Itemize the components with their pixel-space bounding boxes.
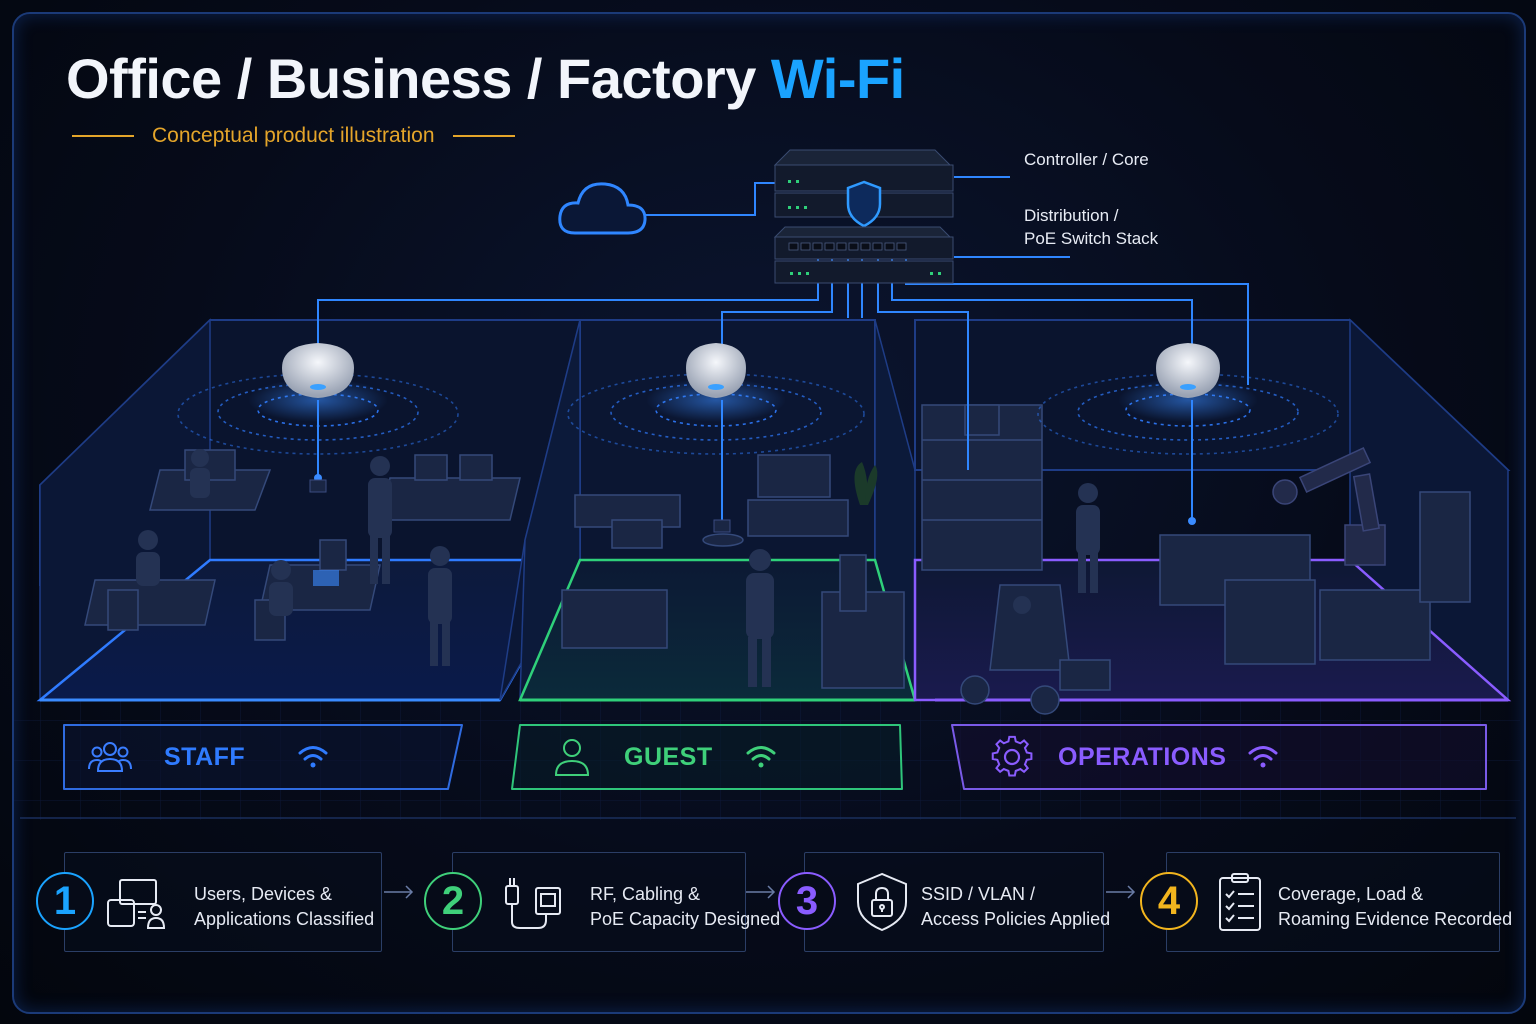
step-2: 2 RF, Cabling & PoE Capacity Designed xyxy=(422,852,780,952)
arrow-icon xyxy=(1106,885,1136,899)
gear-icon xyxy=(991,735,1033,777)
zone-label-guest: GUEST xyxy=(624,743,713,771)
cloud-icon xyxy=(558,182,647,235)
staff-furniture xyxy=(84,449,521,641)
robot-arm xyxy=(1272,446,1386,566)
zone-badge-guest: GUEST xyxy=(510,721,904,793)
step-2-text: RF, Cabling & PoE Capacity Designed xyxy=(590,882,780,932)
zone-guest-frame xyxy=(511,724,903,790)
arrow-icon xyxy=(384,885,414,899)
subtitle-rule-right xyxy=(452,135,515,137)
step-1: 1 Users, Devices & Applications Classifie… xyxy=(34,852,384,952)
title-accent: Wi-Fi xyxy=(770,47,905,110)
title-main: Office / Business / Factory xyxy=(66,47,771,110)
step-4-text: Coverage, Load & Roaming Evidence Recorde… xyxy=(1278,882,1512,932)
access-point-guest xyxy=(686,343,746,398)
step-3-line1: SSID / VLAN / xyxy=(921,884,1036,904)
page-title: Office / Business / Factory Wi-Fi xyxy=(66,46,905,111)
step-4-box xyxy=(1166,852,1500,952)
checklist-icon xyxy=(1219,873,1261,931)
devices-icon xyxy=(107,879,166,929)
wifi-icon xyxy=(298,746,328,768)
distribution-label-line2: PoE Switch Stack xyxy=(1024,229,1159,248)
wifi-icon xyxy=(1248,746,1278,768)
zone-label-staff: STAFF xyxy=(164,743,246,771)
zone-badge-staff: STAFF xyxy=(60,721,464,793)
operations-equipment xyxy=(921,404,1471,715)
staff-people xyxy=(136,449,452,666)
subtitle-rule-left xyxy=(72,135,134,137)
step-3-box xyxy=(804,852,1104,952)
operations-people xyxy=(1013,483,1100,614)
step-1-line1: Users, Devices & xyxy=(194,884,333,904)
cabling-icon xyxy=(505,878,561,929)
step-2-box xyxy=(452,852,746,952)
step-3-number: 3 xyxy=(778,872,836,930)
laptop-screen xyxy=(313,570,339,586)
step-2-line2: PoE Capacity Designed xyxy=(590,909,781,929)
outer-frame xyxy=(12,12,1526,1014)
wifi-icon xyxy=(746,746,776,768)
step-1-line2: Applications Classified xyxy=(194,909,375,929)
user-icon xyxy=(554,739,590,776)
users-icon xyxy=(88,742,132,772)
zone-label-operations: OPERATIONS xyxy=(1058,743,1227,771)
distribution-label-line1: Distribution / xyxy=(1024,206,1119,225)
step-1-text: Users, Devices & Applications Classified xyxy=(194,882,374,932)
guest-plant xyxy=(854,462,878,505)
access-point-staff xyxy=(282,343,354,398)
guest-person xyxy=(746,549,774,687)
step-3-line2: Access Policies Applied xyxy=(921,909,1111,929)
zone-staff-frame xyxy=(63,724,463,790)
controller-label: Controller / Core xyxy=(1024,150,1149,169)
arrow-icon xyxy=(746,885,776,899)
step-4-number: 4 xyxy=(1140,872,1198,930)
zone-operations-frame xyxy=(951,724,1487,790)
shield-lock-icon xyxy=(857,872,907,932)
controller-core xyxy=(773,149,954,228)
step-4-line1: Coverage, Load & xyxy=(1278,884,1424,904)
step-2-number: 2 xyxy=(424,872,482,930)
step-2-line1: RF, Cabling & xyxy=(590,884,701,904)
subtitle: Conceptual product illustration xyxy=(152,124,435,147)
access-point-operations xyxy=(1156,343,1220,398)
step-1-number: 1 xyxy=(36,872,94,930)
guest-furniture xyxy=(561,454,905,689)
zone-badge-operations: OPERATIONS xyxy=(950,721,1490,793)
step-4: 4 Coverage, Load & Roaming Evidence Recor… xyxy=(1138,852,1512,952)
step-4-line2: Roaming Evidence Recorded xyxy=(1278,909,1513,929)
poe-switch-stack xyxy=(773,226,954,284)
step-3-text: SSID / VLAN / Access Policies Applied xyxy=(921,882,1110,932)
step-3: 3 SSID / VLAN / Access Policies Applied xyxy=(776,852,1110,952)
subtitle-row: Conceptual product illustration xyxy=(72,122,515,150)
